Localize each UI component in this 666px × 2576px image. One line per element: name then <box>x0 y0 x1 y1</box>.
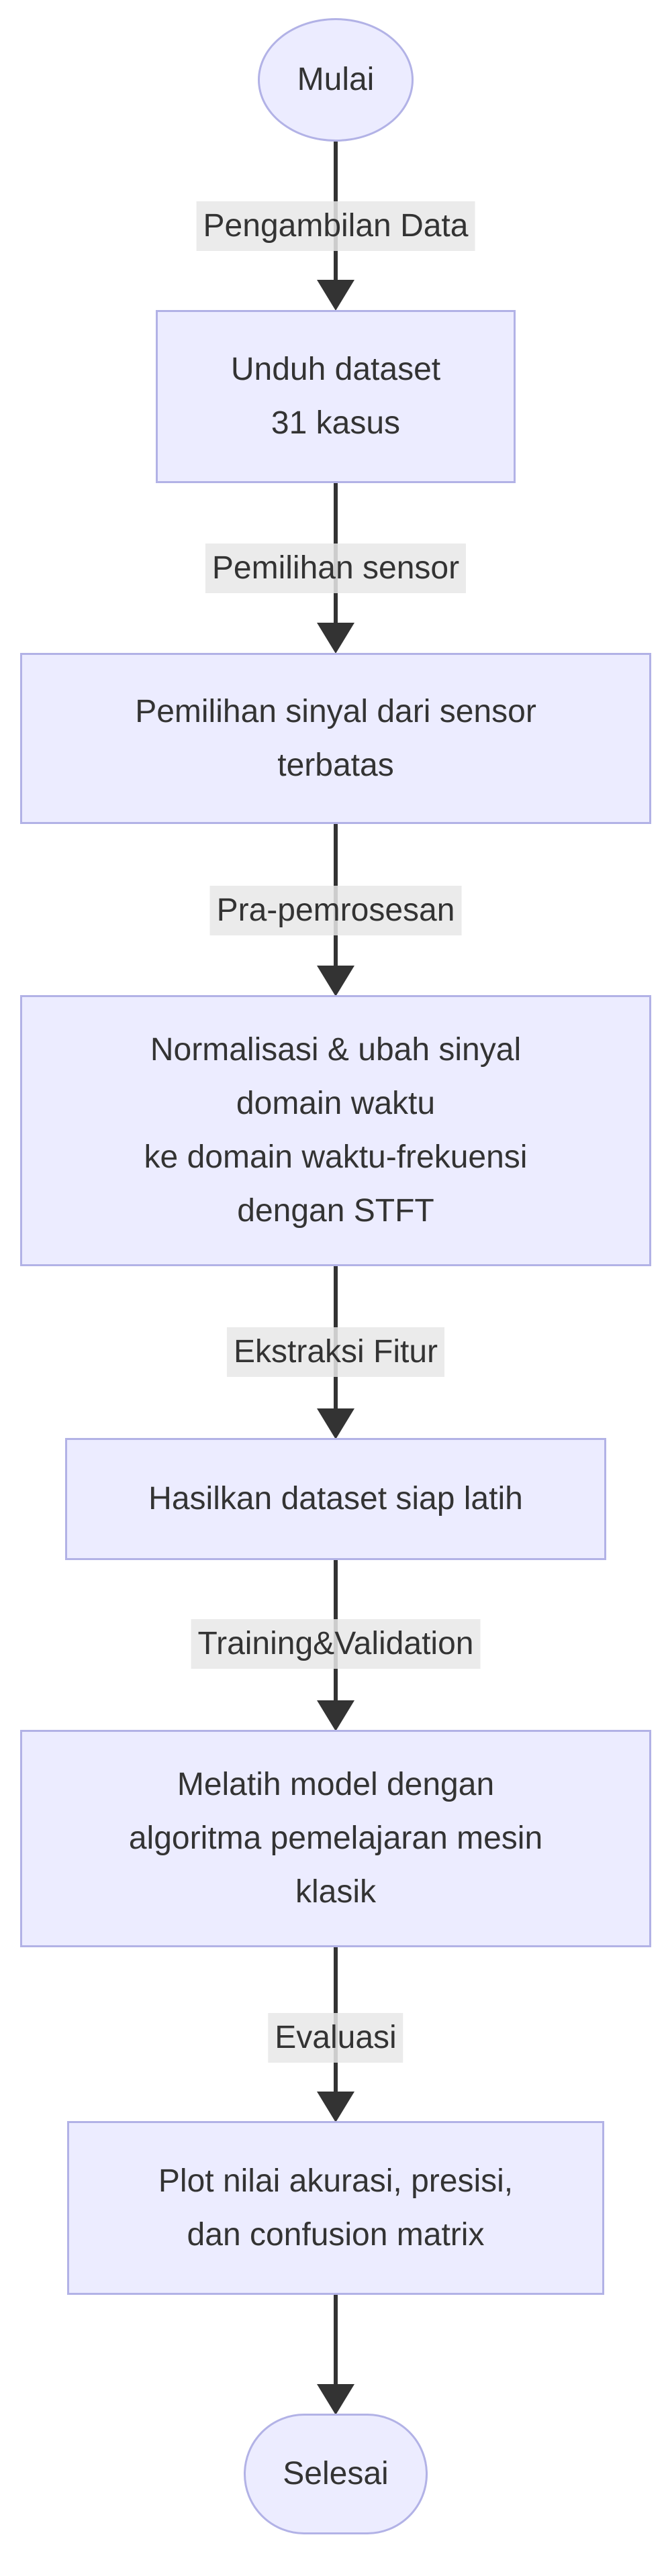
node-plot-metrics: Plot nilai akurasi, presisi, dan confusi… <box>67 2121 604 2295</box>
arrowhead-icon <box>317 966 354 996</box>
edge-line <box>334 2295 338 2385</box>
node-start: Mulai <box>258 18 414 142</box>
arrowhead-icon <box>317 2092 354 2122</box>
arrowhead-icon <box>317 623 354 654</box>
node-train-model: Melatih model dengan algoritma pemelajar… <box>20 1730 651 1947</box>
edge-label-pemilihan-sensor: Pemilihan sensor <box>205 544 467 593</box>
node-dataset-ready: Hasilkan dataset siap latih <box>65 1438 606 1560</box>
arrowhead-icon <box>317 1700 354 1731</box>
edge-label-ekstraksi-fitur: Ekstraksi Fitur <box>226 1327 445 1377</box>
edge-label-evaluasi: Evaluasi <box>268 2013 403 2063</box>
node-sensor-selection: Pemilihan sinyal dari sensor terbatas <box>20 653 651 824</box>
edge-label-training-validation: Training&Validation <box>191 1619 481 1669</box>
arrowhead-icon <box>317 2384 354 2415</box>
node-preprocessing-stft: Normalisasi & ubah sinyal domain waktu k… <box>20 995 651 1266</box>
arrowhead-icon <box>317 280 354 311</box>
node-download-dataset: Unduh dataset 31 kasus <box>156 310 516 483</box>
arrowhead-icon <box>317 1408 354 1439</box>
node-end: Selesai <box>244 2414 428 2534</box>
edge-label-pengambilan-data: Pengambilan Data <box>196 201 475 251</box>
edge-label-pra-pemrosesan: Pra-pemrosesan <box>209 886 462 935</box>
